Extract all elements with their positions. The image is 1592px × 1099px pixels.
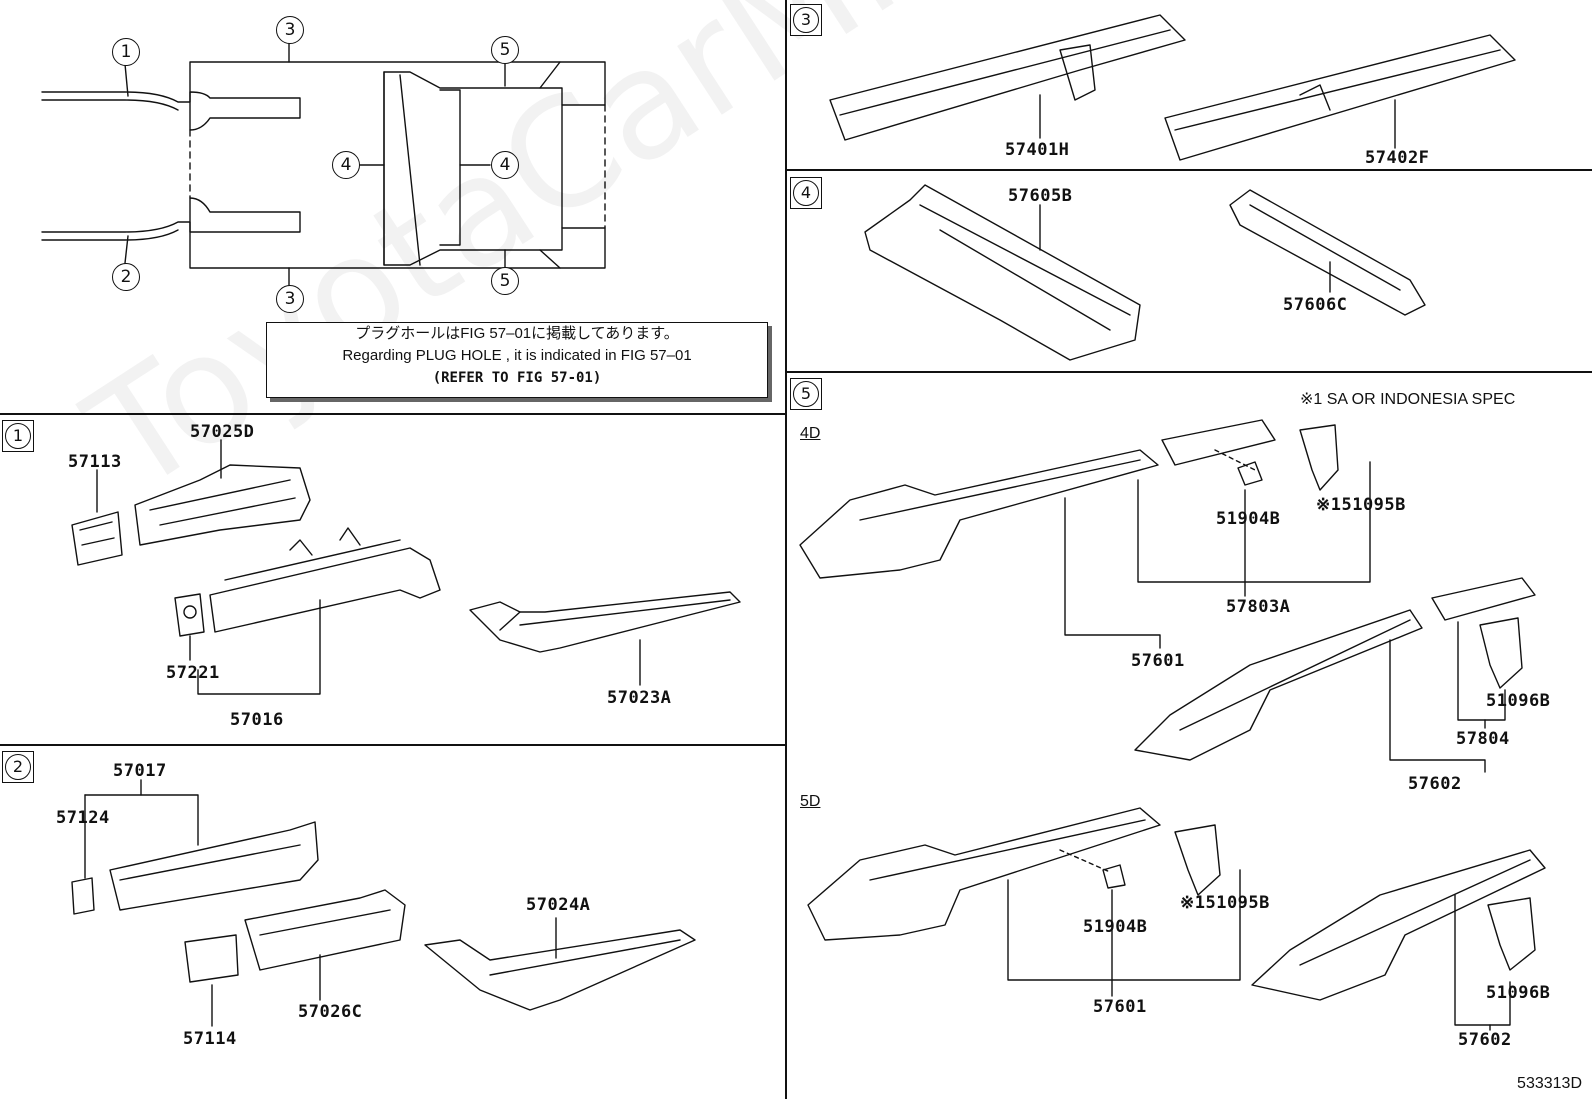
- part-57024A-shape: [424, 929, 696, 1011]
- part-57601-5d-shape: [807, 807, 1161, 941]
- overview-frame-outline: [41, 61, 606, 269]
- part-number-57803A[interactable]: 57803A: [1226, 597, 1291, 617]
- part-number-57606C[interactable]: 57606C: [1283, 295, 1348, 315]
- part-number-57024A[interactable]: 57024A: [526, 895, 591, 915]
- part-number-57113[interactable]: 57113: [68, 452, 122, 472]
- spec-note: ※1 SA OR INDONESIA SPEC: [1300, 391, 1516, 408]
- callout-5-bottom-icon: 5: [491, 267, 519, 295]
- part-number-57016[interactable]: 57016: [230, 710, 284, 730]
- part-57605B-shape: [864, 184, 1141, 361]
- section-2-number: 2: [5, 754, 31, 780]
- part-number-57026C[interactable]: 57026C: [298, 1002, 363, 1022]
- part-51095B-4d-shape: [1299, 424, 1339, 491]
- part-57113-shape: [71, 511, 123, 566]
- section-5-number: 5: [793, 381, 819, 407]
- part-57401H-shape: [829, 14, 1186, 141]
- callout-3-bottom-icon: 3: [276, 285, 304, 313]
- part-number-51904B-5d[interactable]: 51904B: [1083, 917, 1148, 937]
- part-57602-4d-shape: [1134, 609, 1423, 761]
- part-number-57017[interactable]: 57017: [113, 761, 167, 781]
- part-57803A-shape: [1161, 419, 1276, 466]
- part-number-51095B-5d[interactable]: ※151095B: [1180, 893, 1270, 913]
- part-57606C-shape: [1229, 189, 1426, 316]
- callout-4-left-icon: 4: [332, 151, 360, 179]
- section-1-marker: 1: [2, 420, 34, 452]
- part-51096B-5d-shape: [1487, 897, 1536, 971]
- section-5-marker: 5: [790, 378, 822, 410]
- part-57025D-shape: [134, 464, 311, 546]
- part-number-51095B-4d[interactable]: ※151095B: [1316, 495, 1406, 515]
- section-4-number: 4: [793, 180, 819, 206]
- callout-4-right-icon: 4: [491, 151, 519, 179]
- part-number-57601-5d[interactable]: 57601: [1093, 997, 1147, 1017]
- part-number-57601-4d[interactable]: 57601: [1131, 651, 1185, 671]
- part-57124-shape: [71, 877, 95, 915]
- section-4-marker: 4: [790, 177, 822, 209]
- part-number-57402F[interactable]: 57402F: [1365, 148, 1430, 168]
- plug-note-refer: (REFER TO FIG 57-01): [432, 370, 602, 386]
- part-number-57114[interactable]: 57114: [183, 1029, 237, 1049]
- part-51904B-5d-shape: [1102, 864, 1126, 889]
- part-51904B-4d-shape: [1237, 461, 1263, 486]
- part-57402F-shape: [1164, 34, 1516, 161]
- part-57601-4d-shape: [799, 449, 1159, 579]
- part-57026C-shape: [244, 889, 406, 971]
- part-57602-5d-shape: [1251, 849, 1546, 1001]
- part-number-51096B-5d[interactable]: 51096B: [1486, 983, 1551, 1003]
- callout-1-icon: 1: [112, 38, 140, 66]
- plug-note-jp: プラグホールはFIG 57‒01に掲載してあります。: [355, 325, 679, 342]
- part-number-57221[interactable]: 57221: [166, 663, 220, 683]
- part-57023A-shape: [469, 591, 741, 653]
- part-number-57605B[interactable]: 57605B: [1008, 186, 1073, 206]
- subsection-5d-label: 5D: [800, 793, 821, 810]
- part-number-57804[interactable]: 57804: [1456, 729, 1510, 749]
- callout-5-top-icon: 5: [491, 36, 519, 64]
- section-1-number: 1: [5, 423, 31, 449]
- part-number-57602-5d[interactable]: 57602: [1458, 1030, 1512, 1050]
- part-57017-shape: [109, 821, 319, 911]
- callout-2-icon: 2: [112, 263, 140, 291]
- callout-3-top-icon: 3: [276, 16, 304, 44]
- part-51095B-5d-shape: [1174, 824, 1221, 896]
- part-51096B-4d-shape: [1479, 617, 1523, 689]
- part-number-57023A[interactable]: 57023A: [607, 688, 672, 708]
- figure-code: 533313D: [1517, 1075, 1582, 1092]
- part-number-57602-4d[interactable]: 57602: [1408, 774, 1462, 794]
- plug-hole-note: プラグホールはFIG 57‒01に掲載してあります。 Regarding PLU…: [266, 322, 768, 398]
- part-number-57025D[interactable]: 57025D: [190, 422, 255, 442]
- section-2-marker: 2: [2, 751, 34, 783]
- part-number-57124[interactable]: 57124: [56, 808, 110, 828]
- part-57221-shape: [174, 593, 205, 637]
- part-number-51904B-4d[interactable]: 51904B: [1216, 509, 1281, 529]
- part-number-51096B-4d[interactable]: 51096B: [1486, 691, 1551, 711]
- plug-note-en: Regarding PLUG HOLE , it is indicated in…: [342, 347, 692, 364]
- section-3-marker: 3: [790, 4, 822, 36]
- part-number-57401H[interactable]: 57401H: [1005, 140, 1070, 160]
- part-57804-shape: [1431, 577, 1536, 621]
- subsection-4d-label: 4D: [800, 425, 821, 442]
- part-57114-shape: [184, 934, 239, 983]
- part-57016-shape: [209, 527, 441, 633]
- section-3-number: 3: [793, 7, 819, 33]
